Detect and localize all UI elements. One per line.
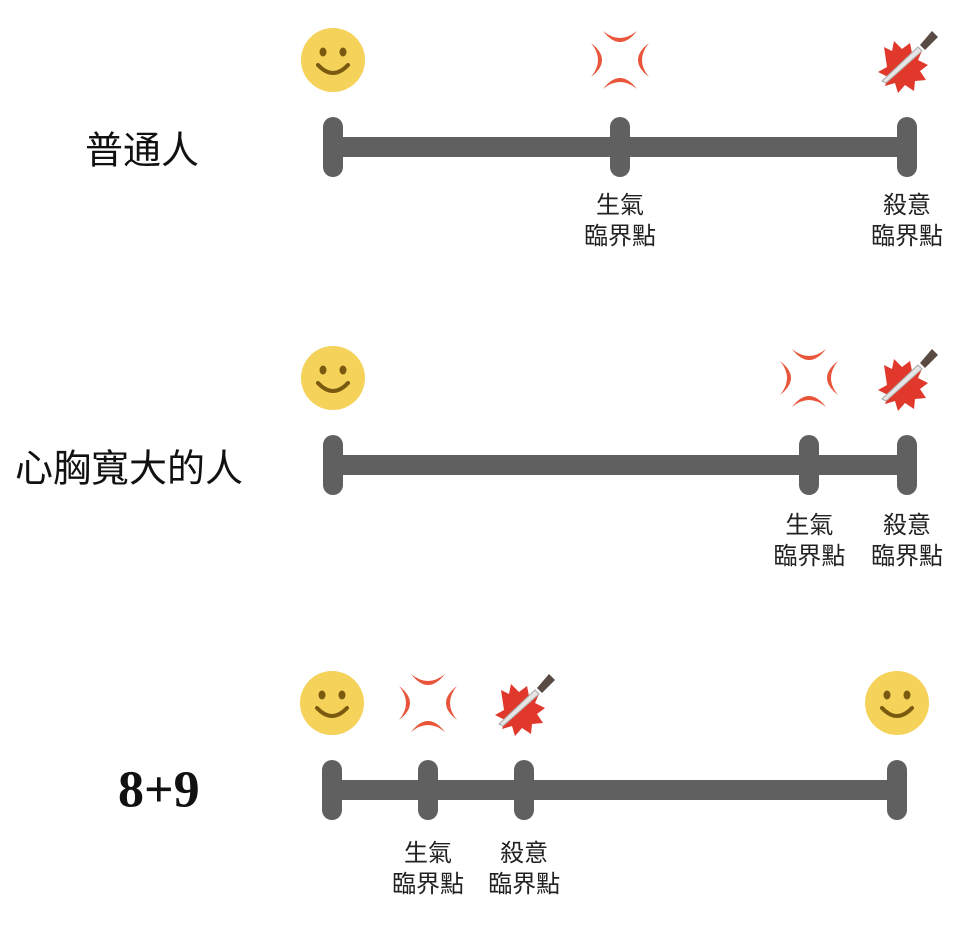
threshold-label-line: 生氣 — [596, 191, 644, 219]
timeline-tick — [610, 117, 630, 177]
threshold-label-line: 殺意 — [883, 511, 931, 539]
smiley-face-icon — [297, 668, 367, 738]
timeline-tick — [897, 435, 917, 495]
anger-symbol-icon — [393, 668, 463, 738]
row-label: 普通人 — [85, 128, 200, 173]
smiley-face-icon — [298, 25, 368, 95]
threshold-label-line: 殺意 — [883, 191, 931, 219]
threshold-label-line: 臨界點 — [392, 870, 465, 898]
row-label: 心胸寬大的人 — [15, 446, 244, 491]
bloody-knife-icon — [489, 668, 559, 738]
timeline-bar — [333, 455, 907, 475]
threshold-label: 殺意臨界點 — [871, 190, 943, 252]
bloody-knife-icon — [872, 343, 942, 413]
threshold-label: 殺意臨界點 — [871, 510, 943, 572]
timeline-tick — [799, 435, 820, 495]
threshold-label-line: 臨界點 — [773, 542, 846, 570]
timeline-tick — [897, 117, 917, 177]
bloody-knife-icon — [872, 25, 942, 95]
threshold-label-line: 生氣 — [404, 839, 453, 867]
threshold-label: 殺意臨界點 — [488, 838, 560, 900]
anger-symbol-icon — [585, 25, 655, 95]
threshold-label: 生氣臨界點 — [773, 510, 845, 572]
timeline-tick — [323, 435, 343, 495]
smiley-face-icon — [298, 343, 368, 413]
threshold-label-line: 臨界點 — [871, 222, 943, 250]
threshold-label-line: 殺意 — [500, 839, 549, 867]
threshold-label: 生氣臨界點 — [584, 190, 656, 252]
anger-symbol-icon — [774, 343, 844, 413]
threshold-label-line: 臨界點 — [584, 222, 656, 250]
timeline-tick — [322, 760, 342, 820]
threshold-label-line: 生氣 — [785, 511, 834, 539]
threshold-label-line: 臨界點 — [488, 870, 561, 898]
threshold-label: 生氣臨界點 — [392, 838, 464, 900]
smiley-face-icon — [862, 668, 932, 738]
timeline-tick — [418, 760, 439, 820]
threshold-label-line: 臨界點 — [871, 542, 943, 570]
timeline-tick — [887, 760, 907, 820]
timeline-tick — [514, 760, 535, 820]
row-label: 8+9 — [118, 761, 200, 819]
timeline-bar — [332, 780, 897, 800]
timeline-tick — [323, 117, 343, 177]
